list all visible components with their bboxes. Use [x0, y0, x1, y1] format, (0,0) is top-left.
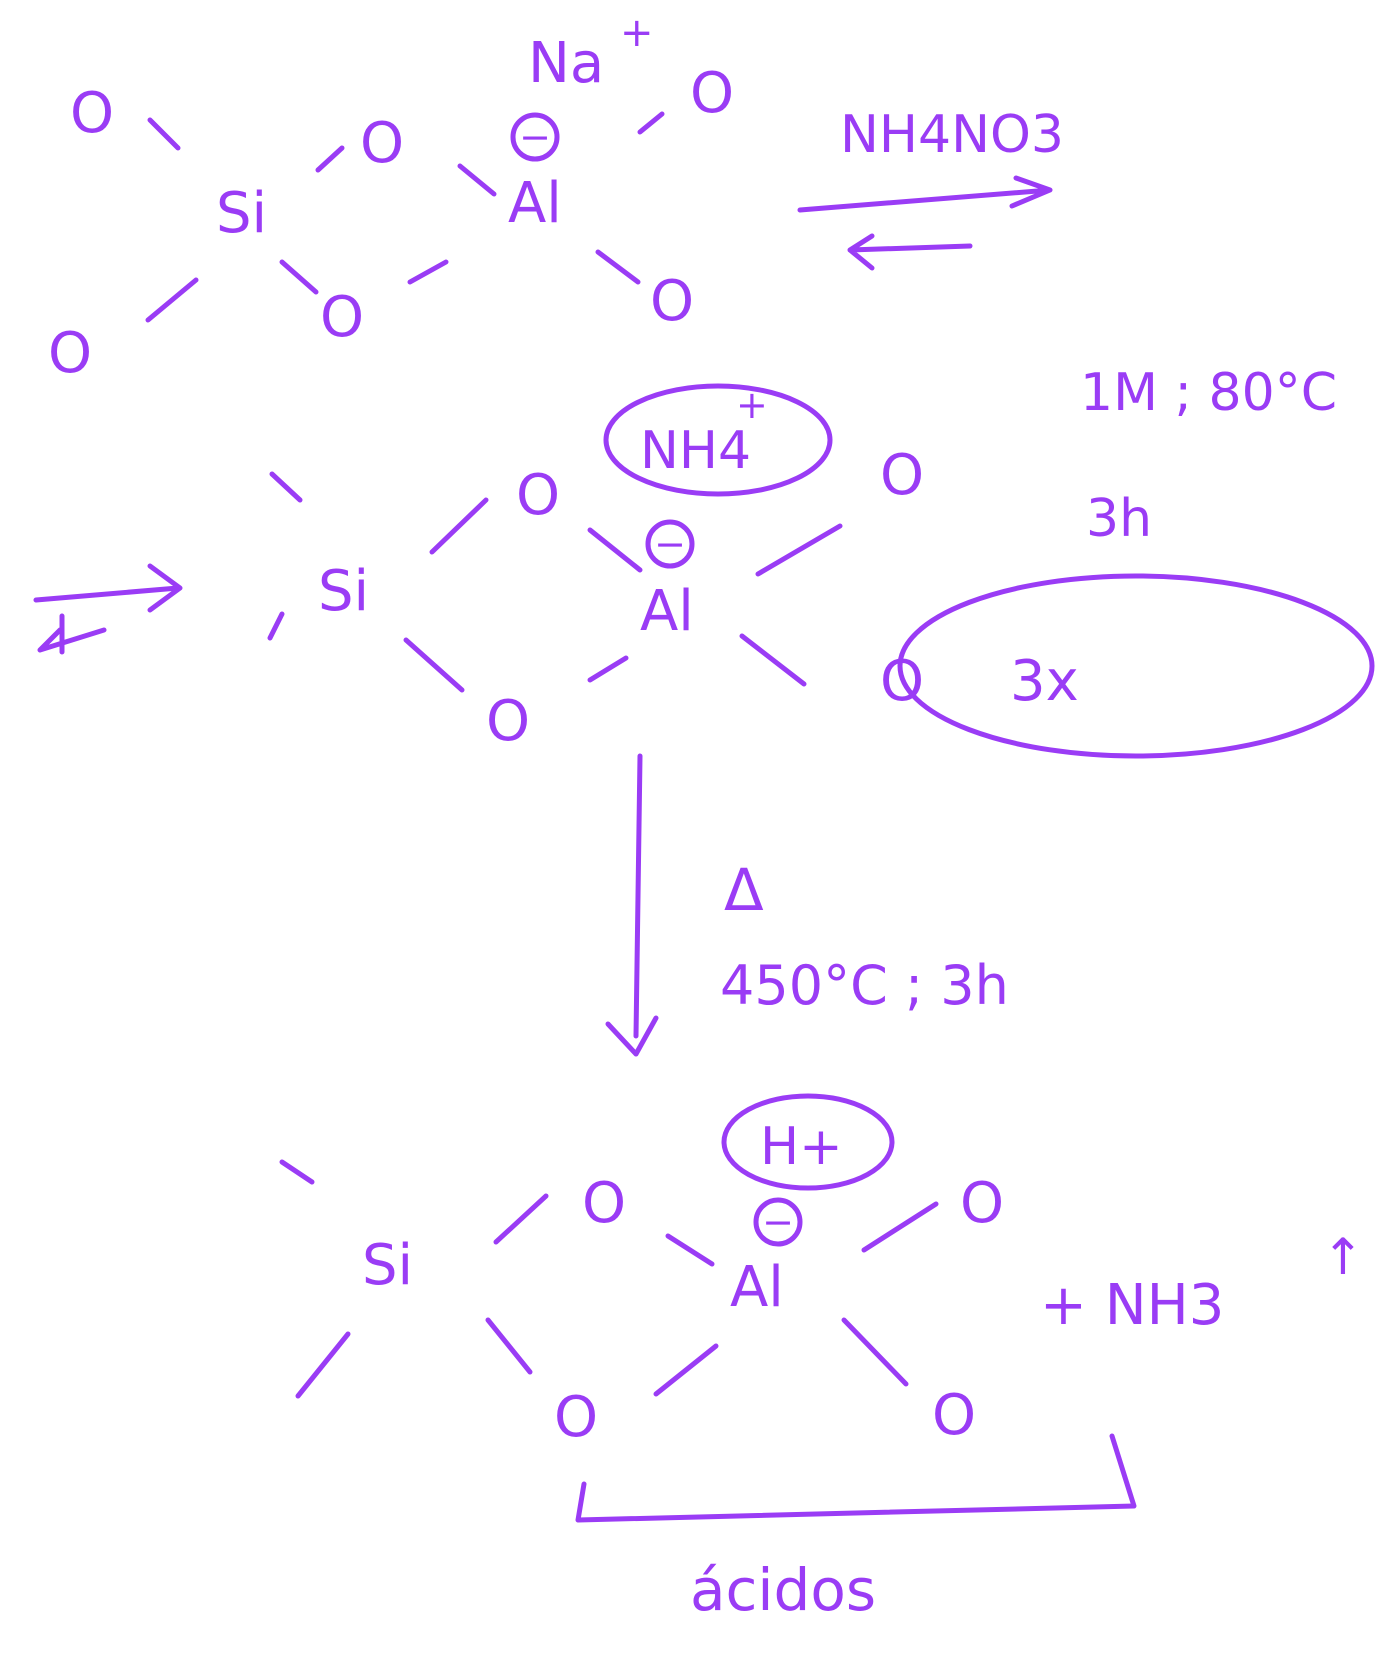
stage2-bond	[587, 527, 643, 573]
stage2-oxygen-bridge-top: O	[516, 463, 560, 528]
stage1-bond	[279, 259, 319, 295]
stage1-bond	[147, 117, 181, 151]
stage3-bond	[861, 1201, 939, 1253]
stage2-left-reverse-arrow	[37, 613, 107, 655]
stage2-bond	[269, 471, 303, 503]
stage2-negative-charge-circle	[645, 519, 695, 569]
stage2-nh4-circle	[603, 383, 833, 497]
stage1-bond	[637, 111, 665, 135]
stage2-nh4-cation: NH4	[640, 421, 751, 481]
stage3-si-atom: Si	[362, 1233, 413, 1298]
stage1-bond	[407, 259, 449, 285]
exchange-reagent: NH4NO3	[840, 105, 1064, 165]
stage1-oxygen-bottom-left: O	[48, 321, 92, 386]
stage2-al-atom: Al	[640, 579, 694, 644]
exchange-step: NH4NO3 1M ; 80°C 3h 3x	[797, 105, 1375, 759]
stage3-bond	[295, 1331, 351, 1399]
stage2-si-atom: Si	[318, 559, 369, 624]
stage3-oxygen-bridge-bottom: O	[554, 1385, 598, 1450]
stage3-ammonia-byproduct: + NH3	[1040, 1273, 1224, 1338]
stage2-nh4-charge: +	[736, 383, 768, 427]
stage3-negative-charge-circle	[753, 1197, 803, 1247]
stage3-bond	[841, 1317, 909, 1387]
stage3-bond	[485, 1317, 533, 1375]
stage2-oxygen-bridge-bottom: O	[486, 689, 530, 754]
stage1-na-charge: +	[620, 10, 654, 56]
stage3-negative-charge: −	[762, 1200, 794, 1244]
stage1-bond	[315, 145, 345, 173]
stage3-oxygen-bridge-top: O	[582, 1171, 626, 1236]
stage2-bond	[403, 637, 465, 693]
stage3-bond	[653, 1343, 719, 1397]
stage2-bond	[429, 497, 489, 555]
stage3-h-cation: H+	[760, 1117, 843, 1177]
stage2-left-forward-arrow	[33, 563, 183, 613]
stage3-oxygen-top-right: O	[960, 1171, 1004, 1236]
stage1-oxygen-top-left: O	[70, 81, 114, 146]
stage1-oxygen-bridge-bottom: O	[320, 285, 364, 350]
stage1-al-atom: Al	[508, 171, 562, 236]
stage1-bond	[595, 249, 641, 285]
stage2-nh4-zeolite: Si Al O O O O NH4 + −	[33, 383, 924, 754]
stage1-na-zeolite: O O O O O O Si Al Na + −	[48, 10, 734, 386]
stage2-bond	[267, 611, 285, 641]
forward-arrow	[797, 175, 1053, 213]
exchange-repeat: 3x	[1010, 649, 1079, 714]
exchange-condition-concentration-temperature: 1M ; 80°C	[1080, 363, 1337, 423]
stage3-al-atom: Al	[730, 1255, 784, 1320]
stage1-bond	[145, 277, 199, 323]
exchange-condition-time: 3h	[1086, 489, 1152, 549]
repeat-circle	[897, 573, 1375, 759]
stage2-bond	[739, 633, 807, 687]
stage3-gas-arrow: ↑	[1322, 1228, 1364, 1286]
stage3-h-zeolite: Si Al O O O O H+ − + NH3 ↑ ácidos	[279, 1093, 1364, 1624]
stage1-oxygen-bridge-top: O	[360, 111, 404, 176]
stage2-bond	[755, 523, 843, 577]
stage2-oxygen-top-right: O	[880, 443, 924, 508]
stage1-negative-charge: −	[519, 115, 551, 159]
acid-site-bracket	[575, 1433, 1137, 1523]
stage3-oxygen-bottom-right: O	[932, 1383, 976, 1448]
stage3-h-circle	[721, 1093, 895, 1191]
stage3-bond	[665, 1233, 715, 1267]
acid-site-label: ácidos	[690, 1556, 876, 1624]
stage3-bond	[279, 1159, 315, 1185]
calcination-arrow	[605, 753, 659, 1057]
stage2-bond	[587, 655, 629, 683]
calcination-step: Δ 450°C ; 3h	[605, 753, 1009, 1057]
calcination-conditions: 450°C ; 3h	[720, 954, 1009, 1017]
stage2-oxygen-bottom-right: O	[880, 649, 924, 714]
stage1-bond	[457, 163, 497, 197]
stage3-bond	[493, 1193, 549, 1245]
heat-symbol: Δ	[724, 856, 764, 924]
stage2-negative-charge: −	[654, 522, 686, 566]
reverse-arrow	[847, 233, 973, 271]
stage1-oxygen-bottom-right: O	[650, 269, 694, 334]
stage1-oxygen-top-right: O	[690, 61, 734, 126]
stage1-negative-charge-circle	[510, 112, 560, 162]
stage1-na-cation: Na	[528, 31, 604, 96]
stage1-si-atom: Si	[216, 181, 267, 246]
